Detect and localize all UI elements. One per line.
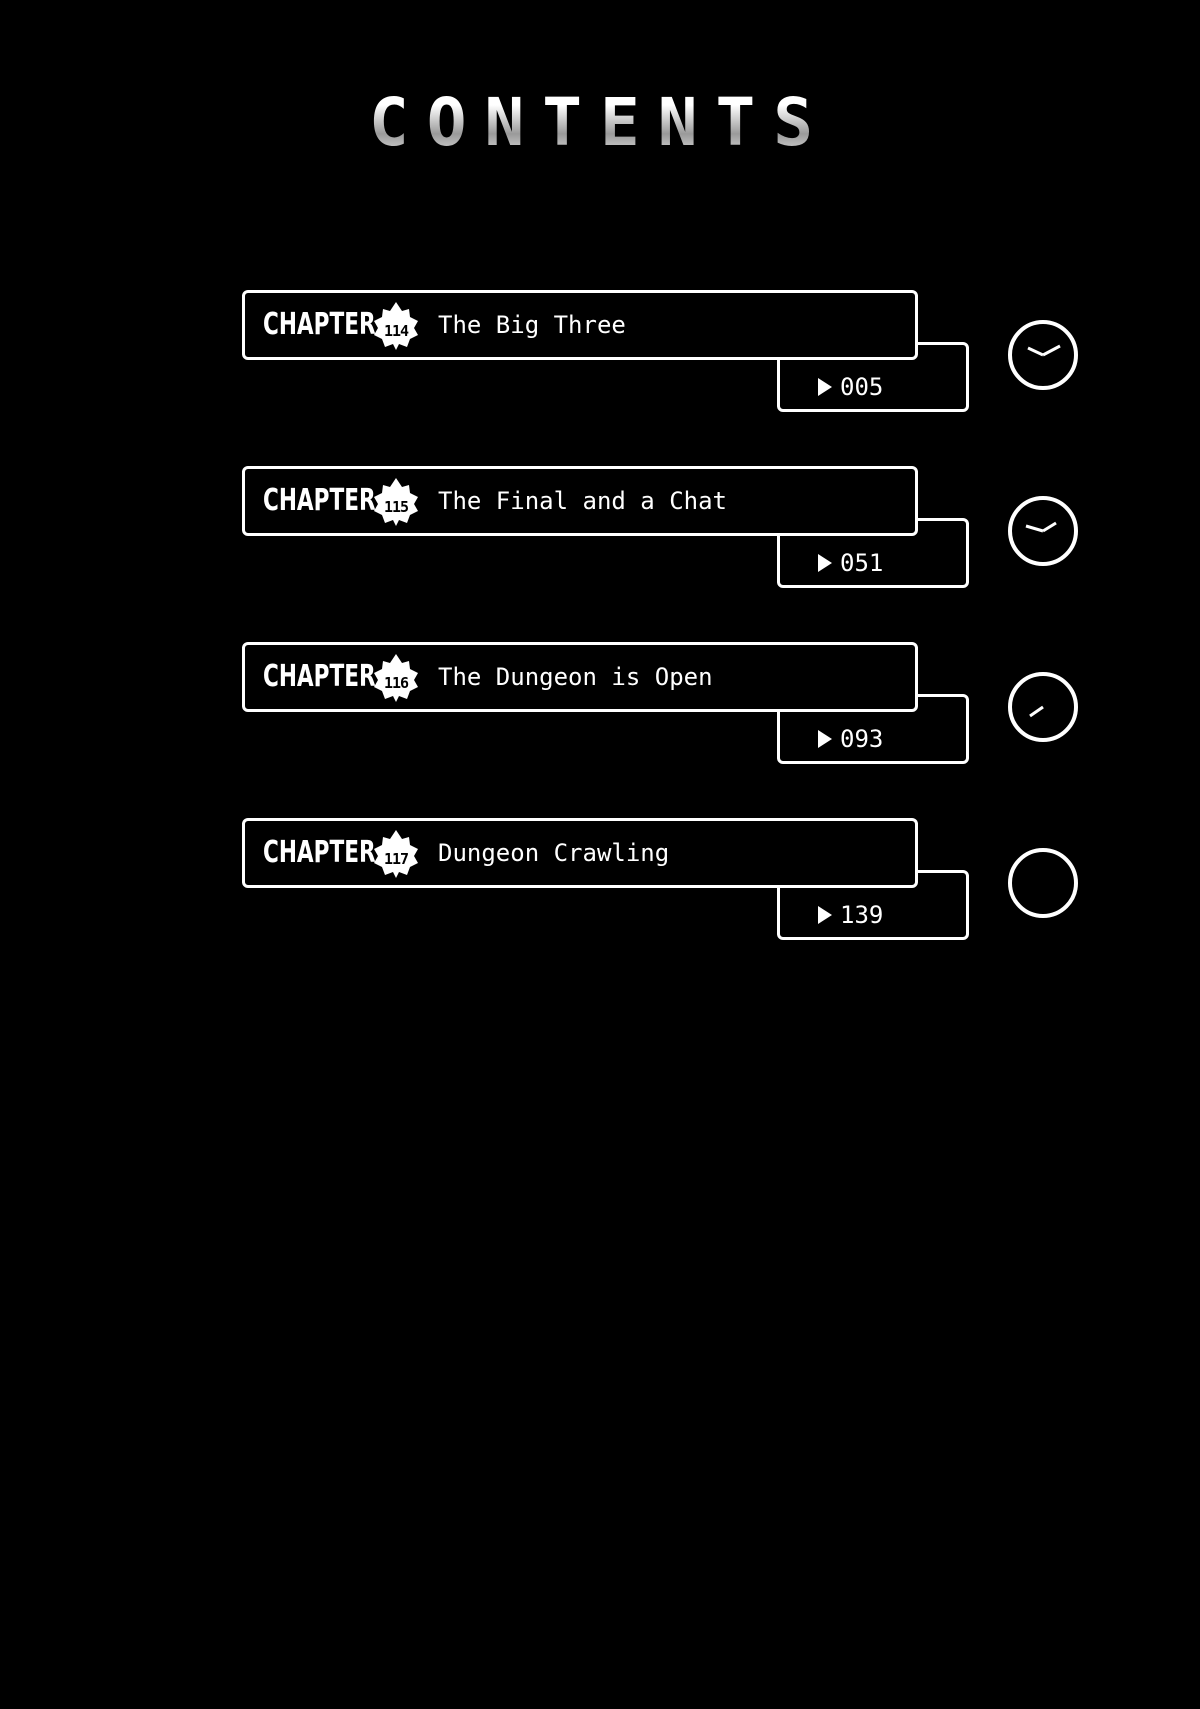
spiked-drop-badge-icon (374, 302, 418, 350)
chapter-title: The Dungeon is Open (438, 663, 713, 691)
chapter-row[interactable]: CHAPTER 114 The Big Three 005 (0, 290, 1200, 420)
spiked-drop-badge-icon (374, 654, 418, 702)
page-number: 051 (840, 549, 884, 577)
chapter-label: CHAPTER (263, 659, 376, 694)
clock-icon (1008, 848, 1078, 918)
play-triangle-icon (818, 906, 832, 924)
chapter-number: 114 (383, 322, 409, 340)
page-title: CONTENTS (300, 78, 900, 168)
clock-icon (1008, 496, 1078, 566)
chapter-title: The Big Three (438, 311, 626, 339)
chapter-number-badge: 116 (372, 653, 420, 703)
chapter-number-badge: 114 (372, 301, 420, 351)
chapter-number-badge: 115 (372, 477, 420, 527)
chapter-bar[interactable]: CHAPTER 114 The Big Three (242, 290, 918, 360)
chapter-number-badge: 117 (372, 829, 420, 879)
spiked-drop-badge-icon (374, 478, 418, 526)
chapter-title: The Final and a Chat (438, 487, 727, 515)
spiked-drop-badge-icon (374, 830, 418, 878)
chapter-bar[interactable]: CHAPTER 117 Dungeon Crawling (242, 818, 918, 888)
clock-icon (1008, 320, 1078, 390)
chapter-number: 116 (383, 674, 409, 692)
chapter-number: 117 (383, 850, 409, 868)
chapter-label: CHAPTER (263, 835, 376, 870)
clock-icon (1008, 672, 1078, 742)
chapter-number: 115 (383, 498, 409, 516)
chapter-label: CHAPTER (263, 307, 376, 342)
page-number: 005 (840, 373, 884, 401)
chapter-title: Dungeon Crawling (438, 839, 670, 867)
play-triangle-icon (818, 378, 832, 396)
chapter-row[interactable]: CHAPTER 116 The Dungeon is Open 093 (0, 642, 1200, 772)
play-triangle-icon (818, 554, 832, 572)
chapter-row[interactable]: CHAPTER 115 The Final and a Chat 051 (0, 466, 1200, 596)
chapter-row[interactable]: CHAPTER 117 Dungeon Crawling 139 (0, 818, 1200, 948)
chapter-label: CHAPTER (263, 483, 376, 518)
chapter-bar[interactable]: CHAPTER 115 The Final and a Chat (242, 466, 918, 536)
page-number: 093 (840, 725, 884, 753)
play-triangle-icon (818, 730, 832, 748)
chapter-bar[interactable]: CHAPTER 116 The Dungeon is Open (242, 642, 918, 712)
chapter-list: CHAPTER 114 The Big Three 005 CHAPTER (0, 290, 1200, 948)
page-number: 139 (840, 901, 884, 929)
